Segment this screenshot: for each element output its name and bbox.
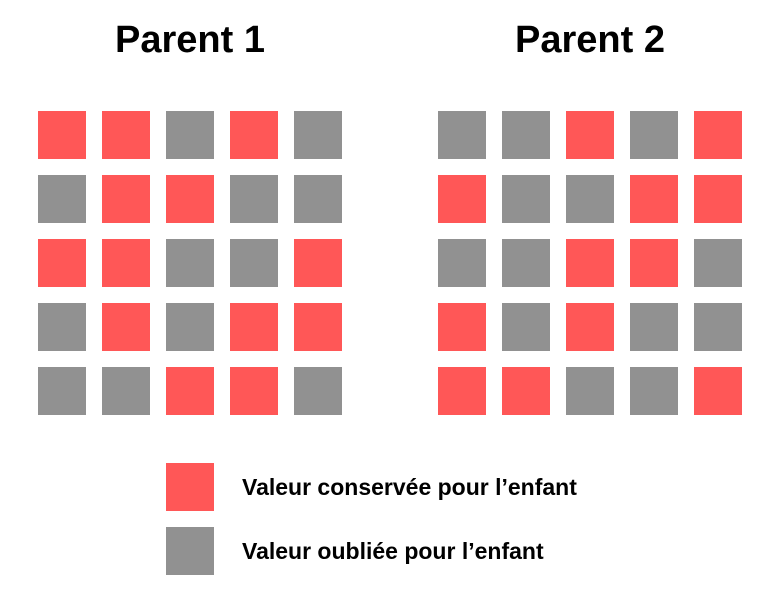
grid-cell-forgotten	[102, 367, 150, 415]
grid-cell-forgotten	[166, 111, 214, 159]
grid-cell-forgotten	[694, 239, 742, 287]
grid-cell-kept	[438, 303, 486, 351]
grid-cell-forgotten	[502, 111, 550, 159]
grid-cell-forgotten	[230, 239, 278, 287]
grid-cell-kept	[166, 175, 214, 223]
parent-1-grid	[38, 111, 342, 415]
grid-cell-kept	[502, 367, 550, 415]
grid-cell-forgotten	[294, 175, 342, 223]
grid-cell-kept	[102, 111, 150, 159]
legend-swatch-forgotten	[166, 527, 214, 575]
legend-label-forgotten: Valeur oubliée pour l’enfant	[242, 537, 544, 564]
grid-cell-kept	[102, 239, 150, 287]
parent-1-title: Parent 1	[115, 19, 265, 61]
grid-cell-kept	[694, 175, 742, 223]
grid-cell-forgotten	[294, 111, 342, 159]
grid-cell-kept	[630, 239, 678, 287]
grid-cell-kept	[230, 303, 278, 351]
grid-cell-forgotten	[166, 303, 214, 351]
grid-cell-forgotten	[38, 175, 86, 223]
grid-cell-kept	[230, 111, 278, 159]
grid-cell-kept	[630, 175, 678, 223]
grid-cell-kept	[566, 303, 614, 351]
grid-cell-forgotten	[166, 239, 214, 287]
legend-label-kept: Valeur conservée pour l’enfant	[242, 473, 577, 500]
grid-cell-kept	[294, 239, 342, 287]
grid-cell-forgotten	[230, 175, 278, 223]
grid-cell-forgotten	[630, 111, 678, 159]
grid-cell-forgotten	[566, 175, 614, 223]
parent-2-title: Parent 2	[515, 19, 665, 61]
grid-cell-kept	[166, 367, 214, 415]
grid-cell-kept	[38, 239, 86, 287]
grid-cell-kept	[566, 111, 614, 159]
grid-cell-forgotten	[38, 367, 86, 415]
grid-cell-forgotten	[502, 175, 550, 223]
grid-cell-forgotten	[438, 111, 486, 159]
grid-cell-forgotten	[630, 303, 678, 351]
grid-cell-kept	[694, 111, 742, 159]
grid-cell-forgotten	[38, 303, 86, 351]
grid-cell-forgotten	[294, 367, 342, 415]
parent-2-grid	[438, 111, 742, 415]
grid-cell-forgotten	[502, 239, 550, 287]
legend-item-forgotten: Valeur oubliée pour l’enfant	[166, 527, 544, 575]
grid-cell-forgotten	[502, 303, 550, 351]
legend-swatch-kept	[166, 463, 214, 511]
grid-cell-kept	[694, 367, 742, 415]
grid-cell-kept	[566, 239, 614, 287]
grid-cell-kept	[438, 367, 486, 415]
grid-cell-kept	[102, 303, 150, 351]
grid-cell-kept	[38, 111, 86, 159]
grid-cell-kept	[102, 175, 150, 223]
grid-cell-forgotten	[566, 367, 614, 415]
grid-cell-forgotten	[694, 303, 742, 351]
legend-item-kept: Valeur conservée pour l’enfant	[166, 463, 577, 511]
grid-cell-forgotten	[438, 239, 486, 287]
grid-cell-forgotten	[630, 367, 678, 415]
grid-cell-kept	[230, 367, 278, 415]
grid-cell-kept	[438, 175, 486, 223]
grid-cell-kept	[294, 303, 342, 351]
